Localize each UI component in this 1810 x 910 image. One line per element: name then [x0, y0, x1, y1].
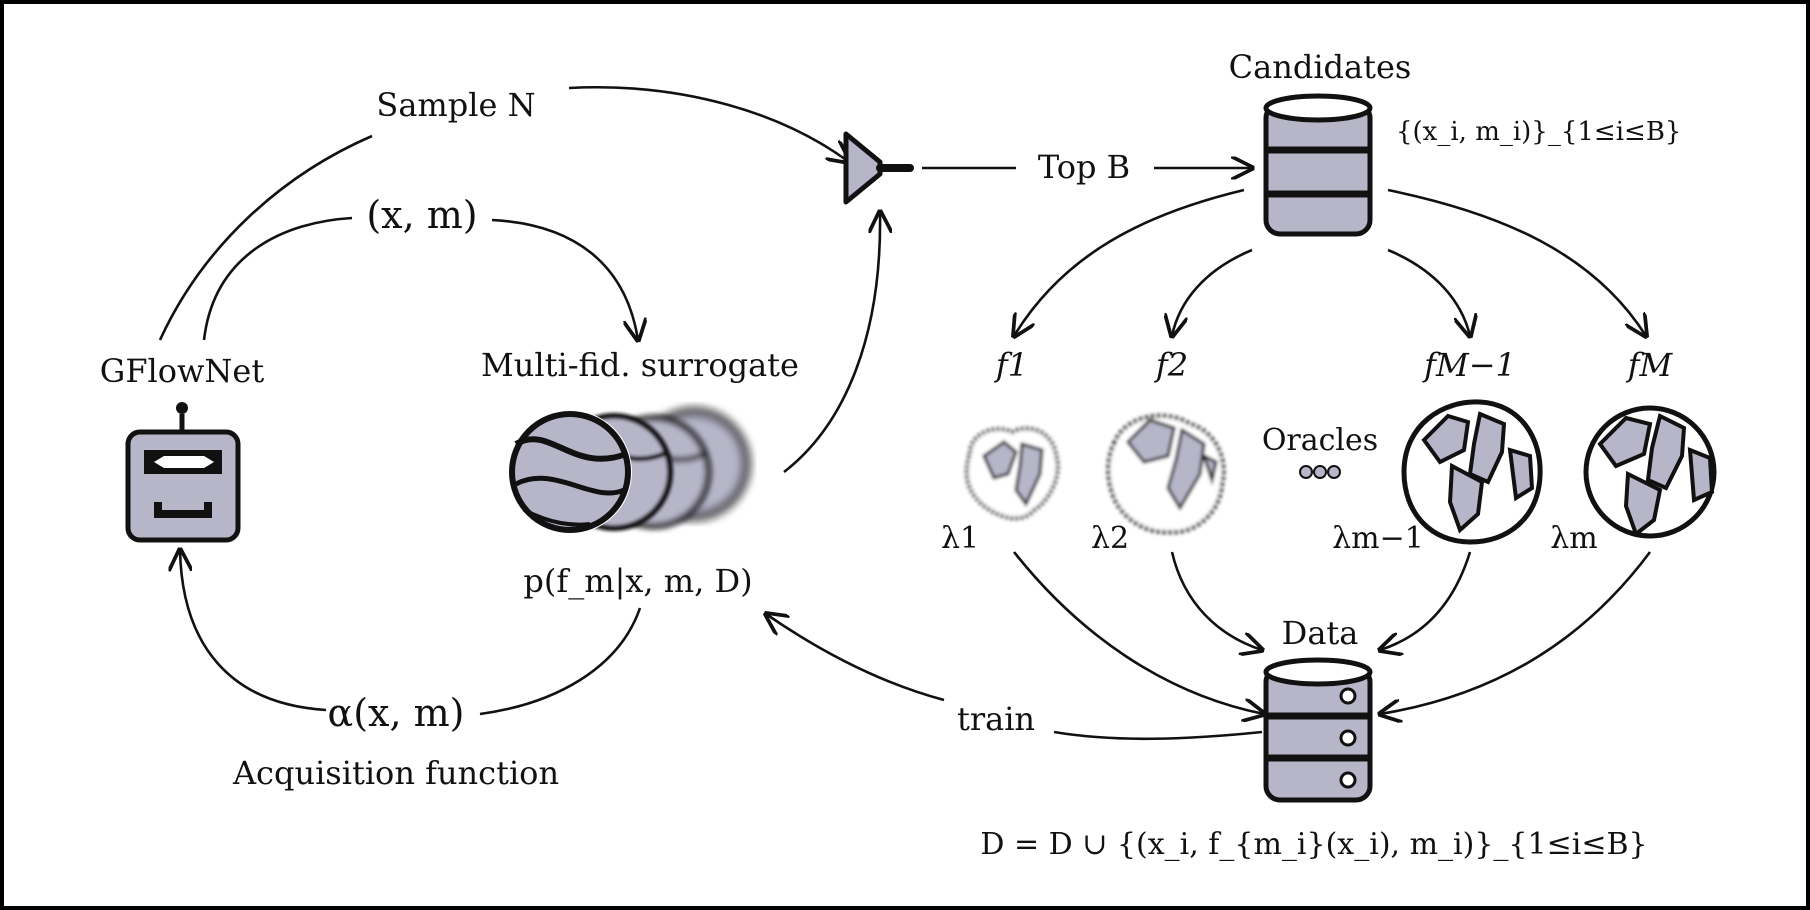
fM-label: fM	[1626, 346, 1674, 384]
fm1-label: fM−1	[1422, 346, 1516, 384]
candidates-label: Candidates	[1229, 48, 1412, 86]
edge-train-to-surrogate	[766, 614, 945, 702]
lambda-m1-label: λm−1	[1332, 521, 1424, 556]
acq-title-label: Acquisition function	[232, 754, 559, 792]
surrogate-dist-label: p(f_m|x, m, D)	[523, 562, 752, 600]
edge-candidates-to-f2	[1172, 248, 1253, 336]
edge-gflownet-to-xm	[202, 216, 353, 341]
data-label: Data	[1282, 614, 1359, 652]
edge-surrogate-to-acq	[479, 607, 642, 716]
data-update-label: D = D ∪ {(x_i, f_{m_i}(x_i), m_i)}_{1≤i≤…	[980, 827, 1647, 862]
lambda-2-label: λ2	[1091, 521, 1129, 556]
edge-acq-to-gflownet	[180, 550, 327, 712]
gflownet-label: GFlowNet	[100, 352, 265, 390]
train-label: train	[957, 700, 1035, 738]
edge-candidates-to-fM	[1387, 188, 1646, 336]
f1-label: f1	[994, 346, 1028, 384]
blurred-globe-icons	[508, 408, 750, 534]
lambda-m-label: λm	[1550, 521, 1597, 556]
edge-oracle2-to-data	[1170, 551, 1262, 650]
oracles-label: Oracles	[1262, 423, 1378, 458]
edge-surrogate-to-funnel	[783, 212, 880, 474]
xm-label: (x, m)	[366, 193, 477, 237]
acq-expr-label: α(x, m)	[328, 691, 465, 735]
robot-icon	[125, 402, 241, 543]
oracle-1-icon	[964, 426, 1060, 521]
edge-oracle1-to-data	[1012, 551, 1264, 714]
diagram-canvas: Sample N (x, m) GFlowNet Multi-fid. surr…	[100, 48, 1717, 862]
database-server-icon	[1263, 657, 1373, 803]
oracle-m-globe-icon	[1583, 405, 1717, 539]
candidates-set-label: {(x_i, m_i)}_{1≤i≤B}	[1396, 117, 1681, 147]
edge-candidates-to-fm1	[1387, 248, 1470, 336]
edge-sample-to-funnel	[568, 86, 849, 162]
oracle-2-icon	[1106, 413, 1226, 535]
edge-candidates-to-f1	[1014, 188, 1245, 336]
database-icon	[1263, 93, 1373, 237]
funnel-icon	[843, 131, 914, 205]
edge-oracle4-to-data	[1380, 551, 1652, 714]
edge-data-to-train	[1053, 730, 1263, 741]
edge-oracle3-to-data	[1380, 551, 1472, 650]
top-b-label: Top B	[1038, 148, 1130, 186]
lambda-1-label: λ1	[941, 521, 979, 556]
oracle-m1-globe-icon	[1401, 399, 1543, 545]
edge-xm-to-surrogate	[491, 218, 638, 340]
surrogate-label: Multi-fid. surrogate	[481, 346, 799, 384]
edge-gflownet-to-sample	[158, 134, 373, 341]
sample-n-label: Sample N	[376, 86, 535, 124]
ellipsis-dots	[1299, 465, 1341, 479]
f2-label: f2	[1154, 346, 1188, 384]
